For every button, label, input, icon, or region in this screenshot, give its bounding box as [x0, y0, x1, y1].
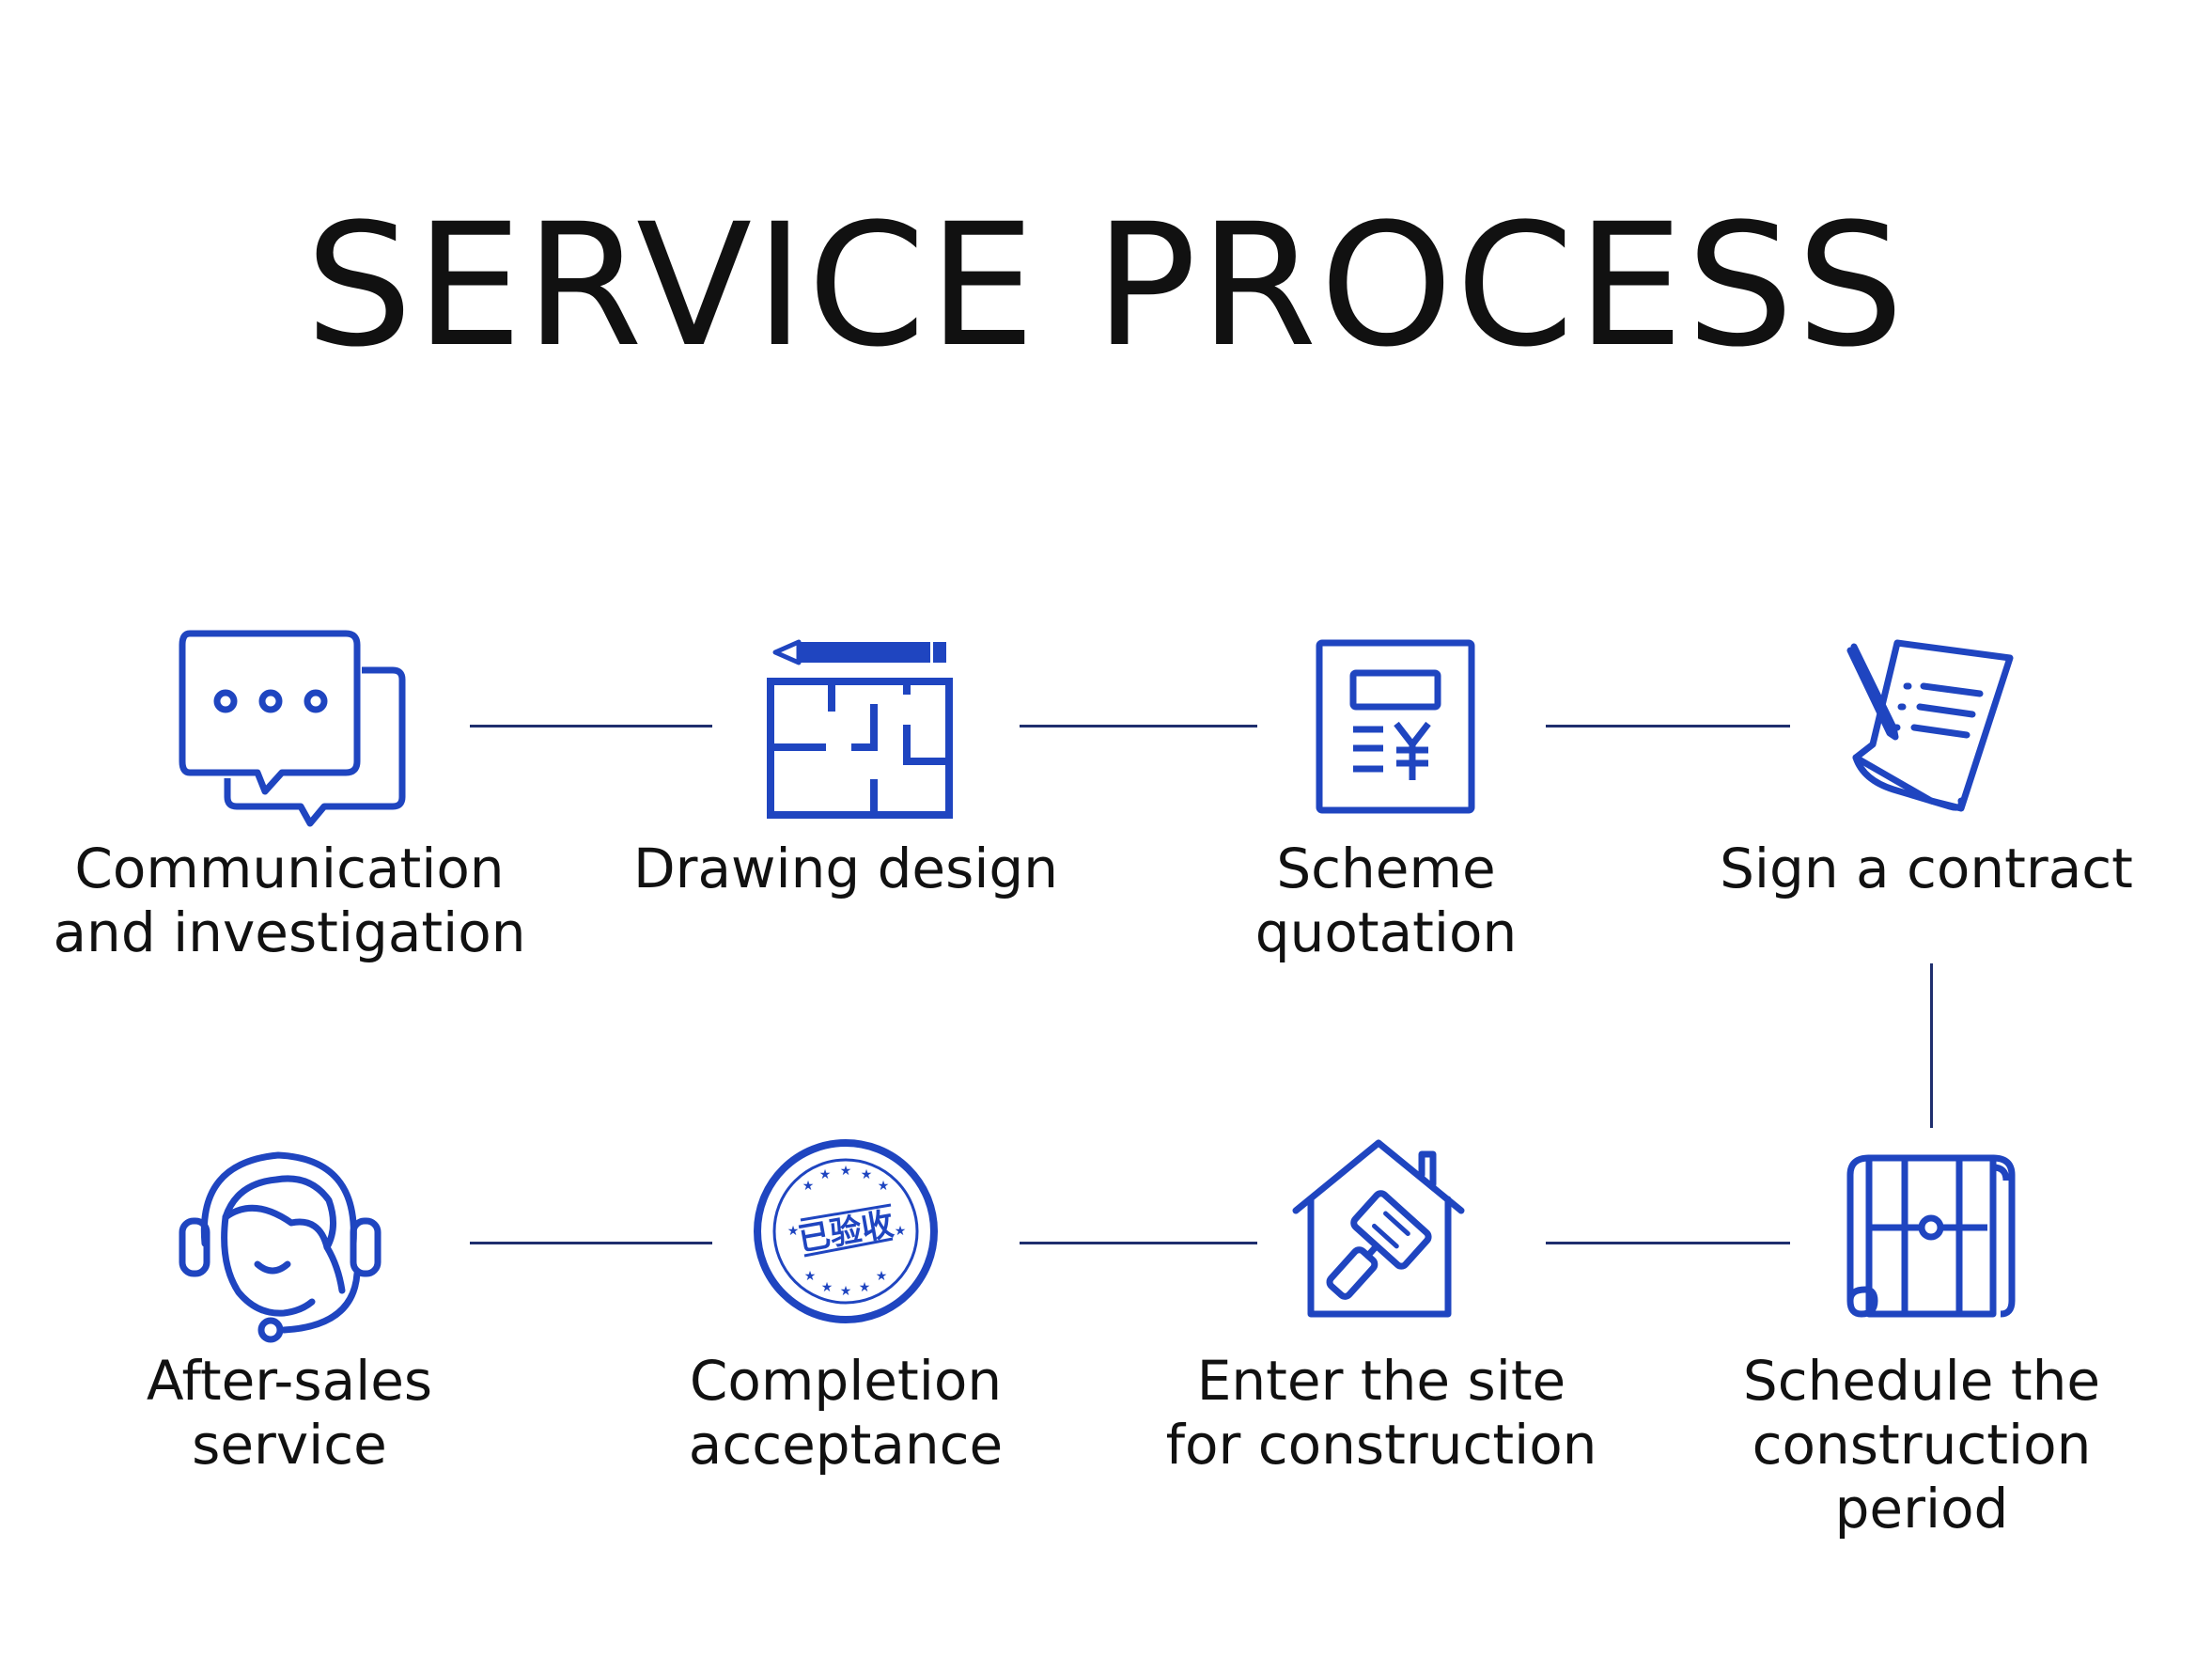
connector-1-2	[470, 725, 712, 727]
step-label: Schedule the construction period	[1742, 1349, 2101, 1541]
acceptance-seal-icon: ★ ★ ★ ★ ★ ★ ★ ★ ★ ★ ★ ★ 已验收	[752, 1137, 940, 1325]
step-label: Scheme quotation	[1254, 837, 1518, 964]
svg-text:★: ★	[895, 1224, 907, 1239]
step-label: Sign a contract	[1720, 837, 2133, 900]
contract-sign-icon	[1846, 639, 2016, 814]
floor-plan-icon	[766, 634, 954, 822]
step-label: After-sales service	[146, 1349, 433, 1477]
svg-text:★: ★	[876, 1269, 888, 1284]
svg-text:★: ★	[859, 1280, 871, 1295]
svg-text:★: ★	[840, 1284, 852, 1299]
connector-6-7	[1020, 1242, 1257, 1244]
connector-2-3	[1020, 725, 1257, 727]
svg-text:★: ★	[821, 1280, 833, 1295]
svg-text:★: ★	[802, 1179, 815, 1194]
connector-3-4	[1546, 725, 1790, 727]
headset-agent-icon	[179, 1142, 385, 1343]
svg-text:★: ★	[787, 1224, 800, 1239]
step-label: Drawing design	[632, 837, 1059, 900]
step-label: Completion acceptance	[688, 1349, 1004, 1477]
svg-text:★: ★	[840, 1164, 852, 1179]
svg-text:★: ★	[819, 1167, 832, 1182]
svg-text:★: ★	[804, 1269, 817, 1284]
blueprint-scroll-icon	[1846, 1149, 2016, 1320]
connector-7-8	[470, 1242, 712, 1244]
svg-text:★: ★	[861, 1167, 873, 1182]
step-label: Communication and investigation	[53, 837, 526, 964]
chat-bubbles-icon	[179, 628, 409, 827]
svg-text:★: ★	[878, 1179, 890, 1194]
page-title: SERVICE PROCESS	[304, 188, 1908, 384]
house-roller-icon	[1292, 1139, 1467, 1318]
connector-4-5	[1930, 963, 1933, 1128]
seal-text: 已验收	[795, 1205, 896, 1259]
calculator-icon	[1316, 639, 1475, 814]
step-label: Enter the site for construction	[1165, 1349, 1597, 1477]
connector-5-6	[1546, 1242, 1790, 1244]
